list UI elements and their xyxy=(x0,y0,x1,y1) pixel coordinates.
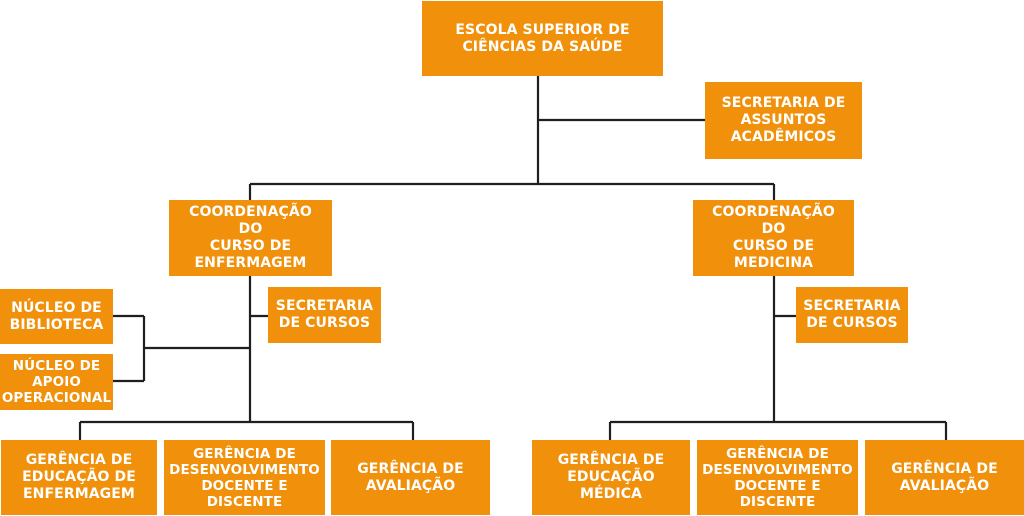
node-nucleo-biblioteca: NÚCLEO DE BIBLIOTECA xyxy=(0,289,113,344)
node-enf-gerencia-desenvolvimento: GERÊNCIA DE DESENVOLVIMENTO DOCENTE E DI… xyxy=(164,440,325,515)
node-med-gerencia-educacao: GERÊNCIA DE EDUCAÇÃO MÉDICA xyxy=(532,440,690,515)
node-med-gerencia-desenvolvimento: GERÊNCIA DE DESENVOLVIMENTO DOCENTE E DI… xyxy=(697,440,858,515)
root-node-escola: ESCOLA SUPERIOR DE CIÊNCIAS DA SAÚDE xyxy=(422,1,663,76)
node-med-gerencia-avaliacao: GERÊNCIA DE AVALIAÇÃO xyxy=(865,440,1024,515)
node-coordenacao-medicina: COORDENAÇÃO DO CURSO DE MEDICINA xyxy=(693,200,854,276)
node-coordenacao-enfermagem: COORDENAÇÃO DO CURSO DE ENFERMAGEM xyxy=(169,200,332,276)
node-nucleo-apoio-operacional: NÚCLEO DE APOIO OPERACIONAL xyxy=(0,354,113,410)
node-enf-gerencia-avaliacao: GERÊNCIA DE AVALIAÇÃO xyxy=(331,440,490,515)
node-secretaria-assuntos-academicos: SECRETARIA DE ASSUNTOS ACADÊMICOS xyxy=(705,82,862,159)
node-secretaria-cursos-medicina: SECRETARIA DE CURSOS xyxy=(796,287,908,343)
node-secretaria-cursos-enfermagem: SECRETARIA DE CURSOS xyxy=(268,287,381,343)
node-enf-gerencia-educacao: GERÊNCIA DE EDUCAÇÃO DE ENFERMAGEM xyxy=(1,440,157,515)
